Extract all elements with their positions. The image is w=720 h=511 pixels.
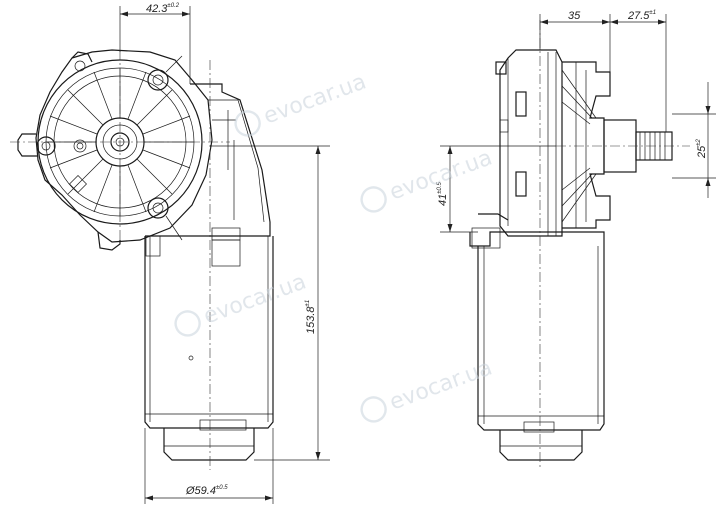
dim-35: 35 (568, 10, 581, 22)
front-view (10, 49, 274, 470)
watermark-text: evocar.ua (260, 69, 369, 129)
dim-27-5: 27.5±1 (627, 10, 656, 22)
watermark-logo-icon (360, 186, 387, 213)
dim-41: 41±0.5 (437, 181, 449, 206)
watermark-text: evocar.ua (386, 355, 495, 415)
watermark-logo-icon (234, 110, 261, 137)
watermark-4: evocar.ua (360, 355, 496, 423)
dimension-labels: 42.3±0.2 35 27.5±1 25±2 153.8±1 41±0.5 Ø… (146, 3, 708, 497)
side-view (469, 20, 690, 470)
watermark-logo-icon (174, 310, 201, 337)
watermark-2: evocar.ua (174, 269, 310, 337)
watermark-3: evocar.ua (360, 145, 496, 213)
dim-42-3: 42.3±0.2 (146, 3, 180, 15)
watermark-text: evocar.ua (200, 269, 309, 329)
dim-153-8: 153.8±1 (305, 300, 317, 334)
watermarks: evocar.ua evocar.ua evocar.ua evocar.ua (174, 69, 496, 423)
watermark-1: evocar.ua (234, 69, 370, 137)
dimensions (119, 6, 716, 504)
dim-25: 25±2 (696, 138, 708, 159)
watermark-logo-icon (360, 396, 387, 423)
dim-diameter-59-4: Ø59.4±0.5 (185, 485, 228, 497)
